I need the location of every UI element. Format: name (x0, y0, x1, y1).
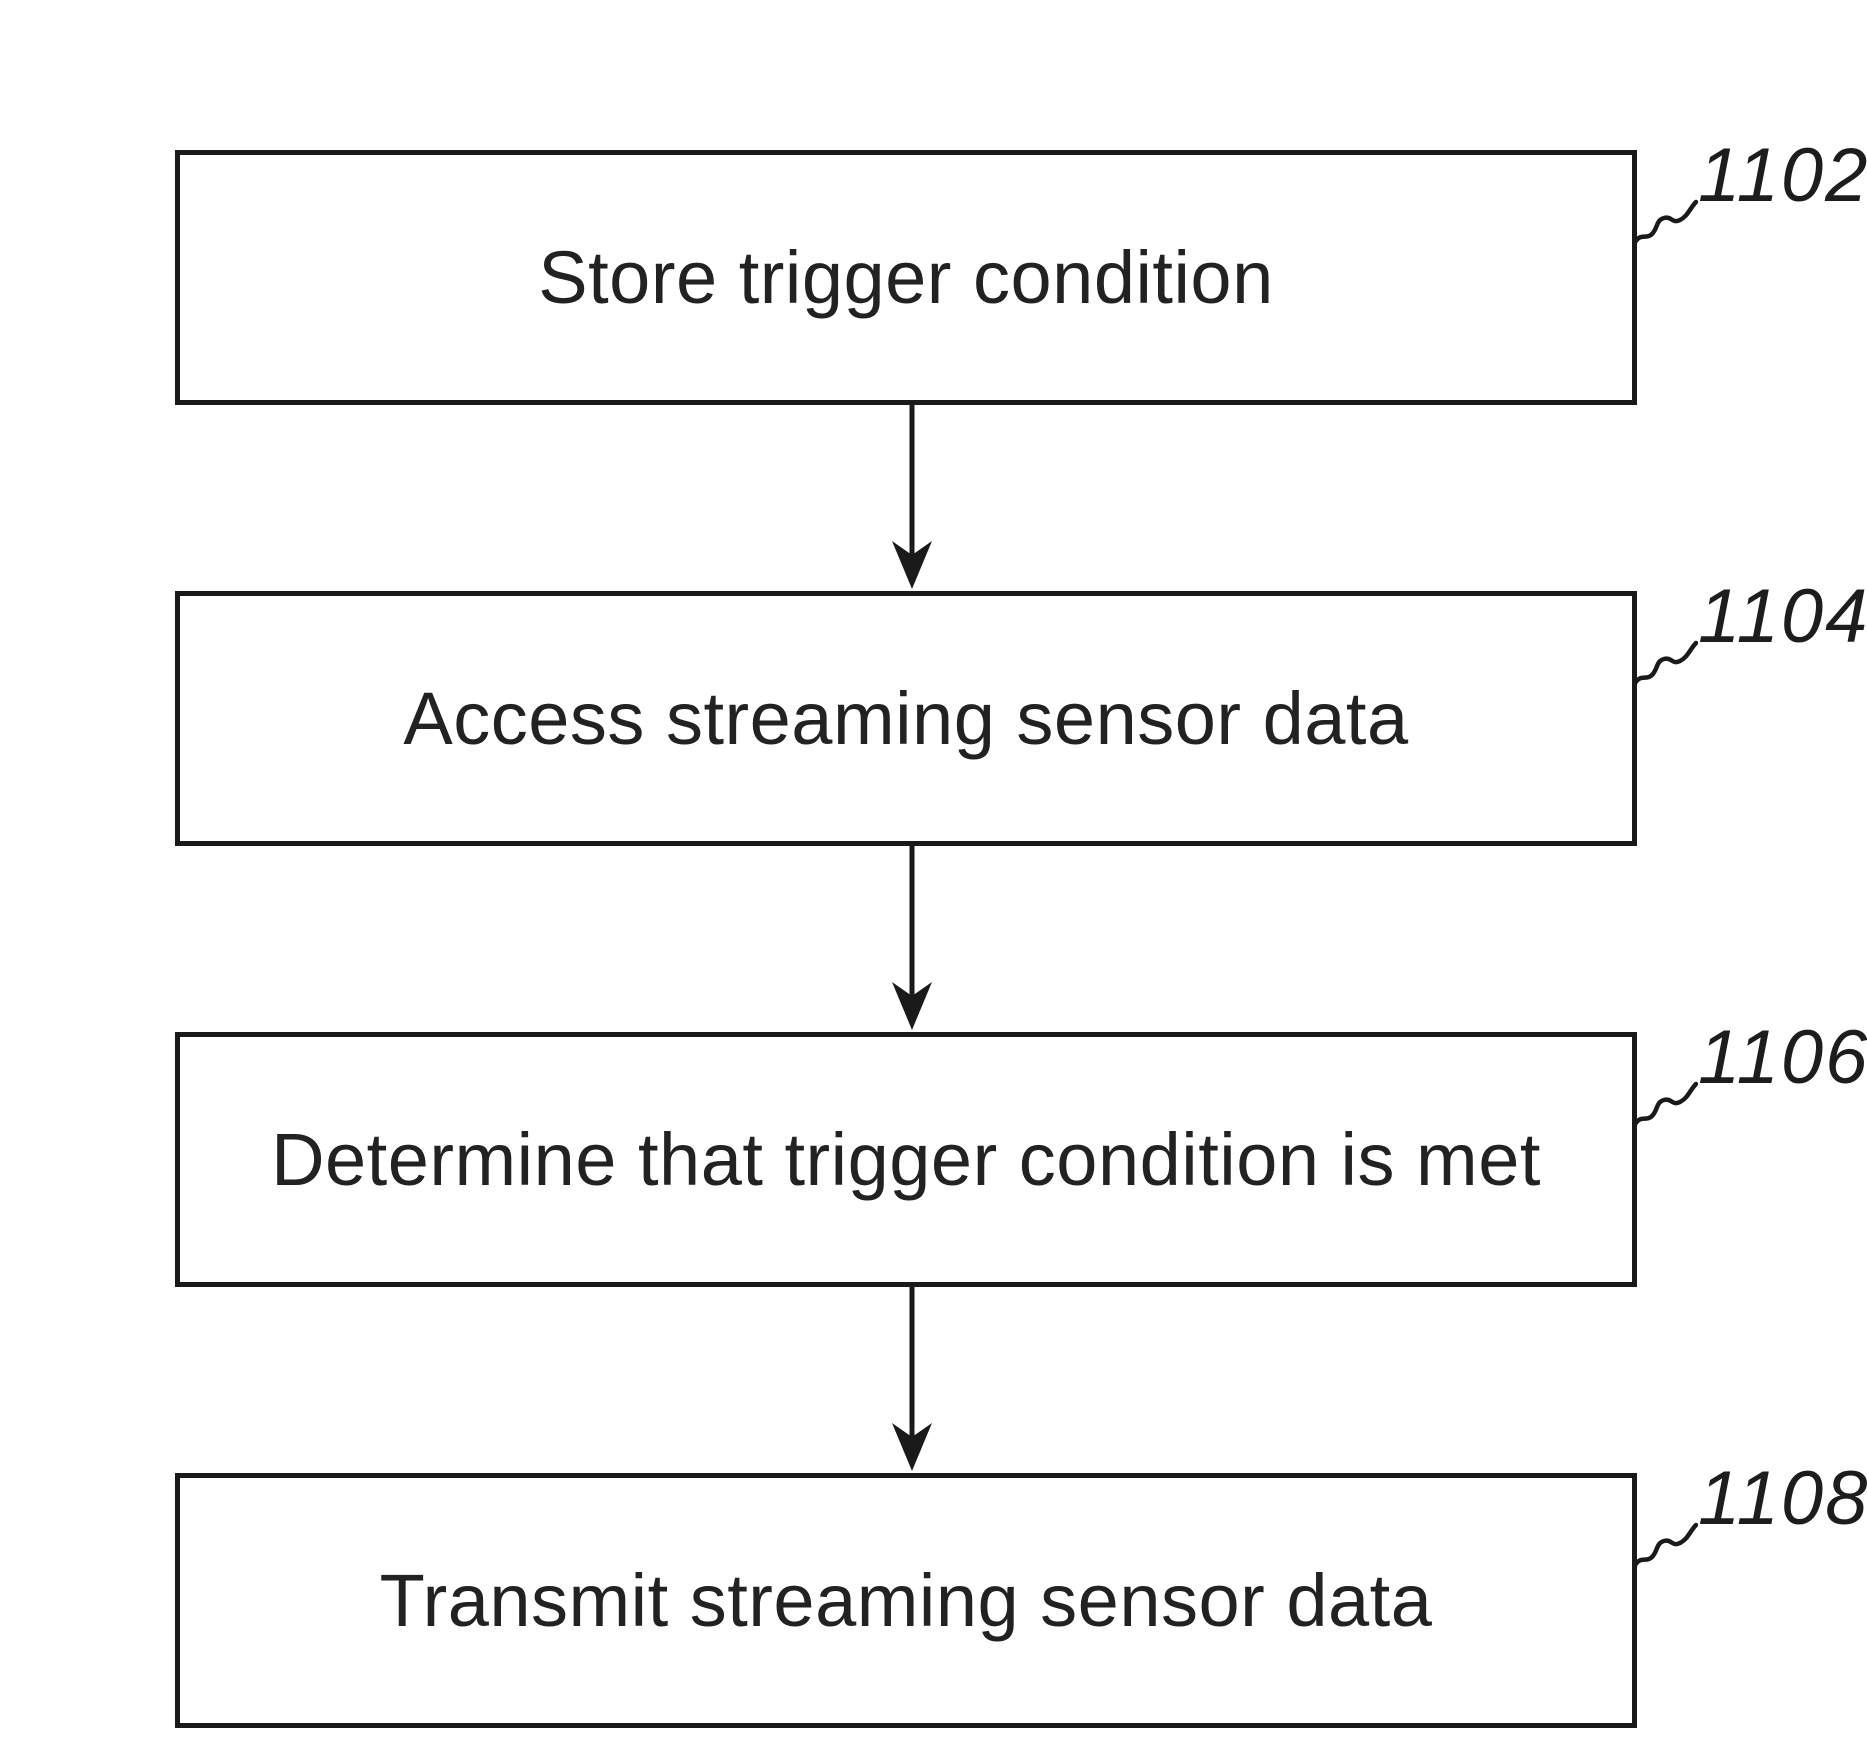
leader-squiggle-icon (1632, 1081, 1698, 1129)
flow-step-box-3: Determine that trigger condition is met (175, 1032, 1637, 1287)
reference-number: 1102 (1698, 133, 1867, 218)
arrow-head (892, 1423, 932, 1471)
flow-step-box-2: Access streaming sensor data (175, 591, 1637, 846)
flow-step-text: Transmit streaming sensor data (379, 1558, 1433, 1642)
reference-label-1102: 1102 (1630, 138, 1867, 268)
reference-number: 1108 (1698, 1456, 1867, 1541)
flow-step-box-4: Transmit streaming sensor data (175, 1473, 1637, 1728)
leader-squiggle-icon (1632, 1522, 1698, 1570)
flow-step-text: Access streaming sensor data (403, 676, 1409, 760)
arrow-head (892, 982, 932, 1030)
arrow-head (892, 541, 932, 589)
reference-label-1104: 1104 (1630, 579, 1867, 709)
flow-step-text: Store trigger condition (538, 235, 1274, 319)
reference-number: 1106 (1698, 1015, 1867, 1100)
reference-label-1108: 1108 (1630, 1461, 1867, 1591)
arrow-down-icon (892, 405, 932, 589)
flow-step-text: Determine that trigger condition is met (271, 1117, 1541, 1201)
leader-squiggle-icon (1632, 640, 1698, 688)
flow-step-box-1: Store trigger condition (175, 150, 1637, 405)
arrow-down-icon (892, 846, 932, 1030)
reference-label-1106: 1106 (1630, 1020, 1867, 1150)
arrow-down-icon (892, 1287, 932, 1471)
leader-squiggle-icon (1632, 199, 1698, 247)
reference-number: 1104 (1698, 574, 1867, 659)
